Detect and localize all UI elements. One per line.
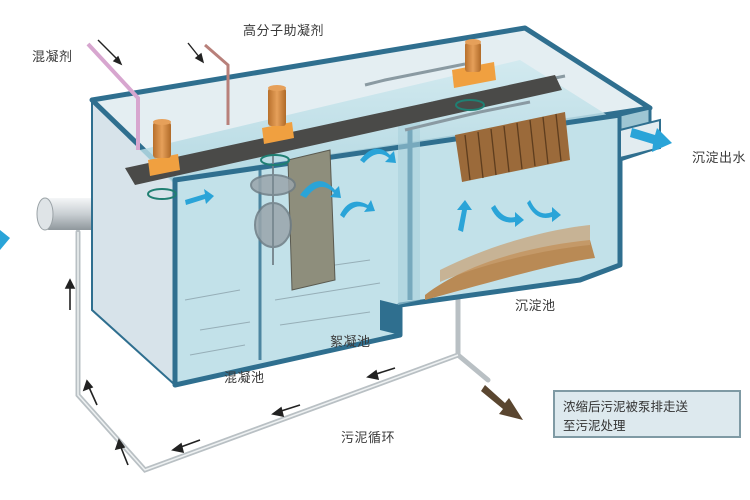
sludge-discharge-arrow-icon [481, 385, 523, 420]
rotation-icons [147, 99, 485, 200]
label-polymer-aid: 高分子助凝剂 [243, 24, 325, 39]
inclined-plates [455, 112, 570, 182]
label-sedimentation-tank: 沉淀池 [515, 299, 556, 314]
sludge-disposal-note: 浓缩后污泥被泵排走送 至污泥处理 [553, 390, 741, 438]
label-effluent: 沉淀出水 [692, 151, 747, 166]
label-mixing-tank: 混凝池 [224, 371, 265, 386]
dosing-arrows [97, 39, 205, 66]
label-coagulant: 混凝剂 [32, 50, 73, 65]
recycle-flow-arrows [64, 278, 396, 466]
label-flocculation-tank: 絮凝池 [330, 335, 371, 350]
effluent-arrow-icon [630, 128, 672, 152]
mixer-motor-1 [148, 119, 180, 176]
water-flow-arrows [185, 128, 672, 232]
sludge-blanket [425, 240, 595, 300]
scraper-motor [452, 39, 496, 88]
label-sludge-recycle: 污泥循环 [341, 431, 396, 446]
coagulant-pipe [86, 42, 140, 150]
note-line-1: 浓缩后污泥被泵排走送 [563, 399, 689, 414]
polymer-aid-pipe [204, 43, 230, 125]
inlet-arrow-icon [0, 230, 10, 250]
note-line-2: 至污泥处理 [563, 418, 626, 433]
drive-beam [125, 75, 562, 185]
baffle-plate [287, 149, 336, 291]
mixer-motor-2 [262, 85, 294, 144]
